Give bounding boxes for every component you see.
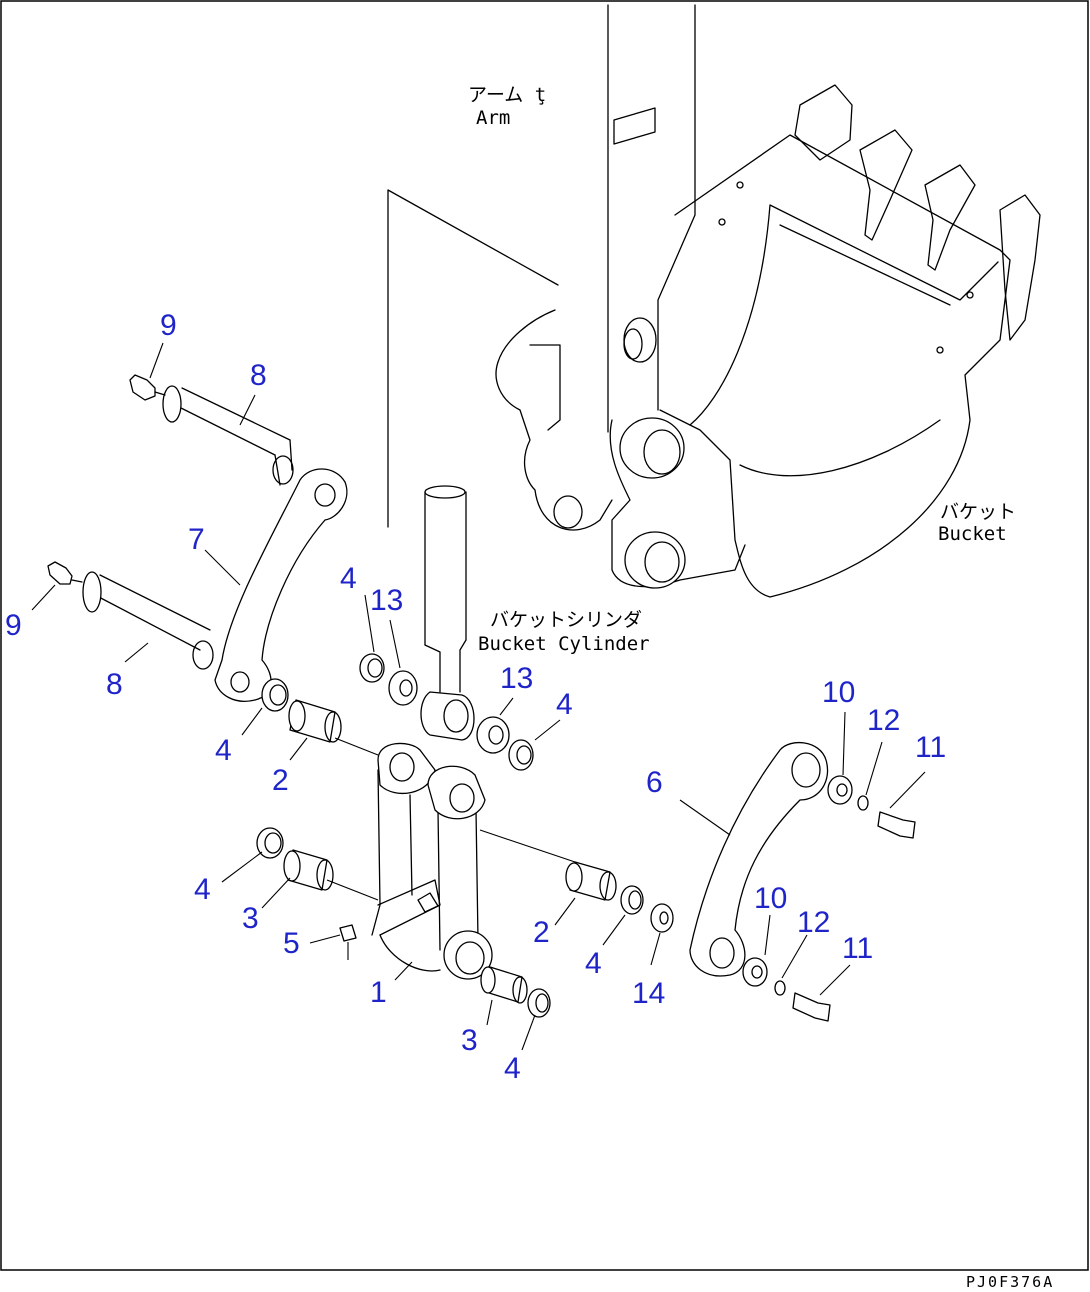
small-parts (256, 653, 916, 1022)
leader-lines (31, 342, 926, 1051)
bucket-label-en: Bucket (938, 523, 1007, 545)
callout-3-lower[interactable]: 3 (461, 1024, 478, 1057)
arm-label-jp: アーム ţ (468, 84, 546, 106)
callout-8-upper[interactable]: 8 (250, 359, 267, 392)
callout-7[interactable]: 7 (188, 523, 205, 556)
link-6 (689, 741, 829, 977)
link-1 (371, 742, 493, 980)
bucket-cylinder-label-jp: バケットシリンダ (490, 609, 642, 631)
part-callouts: 9 8 7 9 8 4 13 13 4 4 2 6 10 12 11 4 3 5… (5, 309, 946, 1085)
grease-fitting-9-upper (129, 374, 166, 401)
callout-6[interactable]: 6 (646, 766, 663, 799)
arm-label-en: Arm (476, 107, 510, 129)
grease-fitting-9-lower (47, 561, 83, 585)
callout-4-top[interactable]: 4 (340, 562, 357, 595)
callout-3-upper[interactable]: 3 (242, 902, 259, 935)
arm-drawing (387, 4, 696, 531)
callout-12-upper[interactable]: 12 (867, 704, 900, 737)
drawing-code: PJ0F376A (966, 1273, 1054, 1291)
callout-4-bottom[interactable]: 4 (504, 1052, 521, 1085)
callout-12-lower[interactable]: 12 (797, 906, 830, 939)
callout-2-right[interactable]: 2 (533, 916, 550, 949)
callout-13-left[interactable]: 13 (370, 584, 403, 617)
pin-8-upper (162, 385, 294, 486)
callout-2-upper[interactable]: 2 (272, 764, 289, 797)
callout-1[interactable]: 1 (370, 976, 387, 1009)
callout-10-lower[interactable]: 10 (754, 882, 787, 915)
callout-8-lower[interactable]: 8 (106, 668, 123, 701)
callout-5[interactable]: 5 (283, 927, 300, 960)
callout-11-lower[interactable]: 11 (842, 932, 873, 965)
callout-4-right-cylinder[interactable]: 4 (556, 688, 573, 721)
bucket-cylinder-label-en: Bucket Cylinder (478, 633, 650, 655)
callout-13-right[interactable]: 13 (500, 662, 533, 695)
bucket-label-jp: バケット (940, 501, 1016, 523)
callout-10-upper[interactable]: 10 (822, 676, 855, 709)
callout-9-upper[interactable]: 9 (160, 309, 177, 342)
bucket-cylinder-drawing (420, 485, 475, 741)
bucket-drawing (609, 84, 1041, 598)
callout-14[interactable]: 14 (632, 977, 665, 1010)
pin-8-lower (82, 571, 214, 670)
callout-9-lower[interactable]: 9 (5, 609, 22, 642)
callout-11-upper[interactable]: 11 (915, 731, 946, 764)
link-7 (214, 468, 348, 702)
callout-4-left-lower[interactable]: 4 (194, 873, 211, 906)
callout-4-right[interactable]: 4 (585, 947, 602, 980)
callout-4-left[interactable]: 4 (215, 734, 232, 767)
